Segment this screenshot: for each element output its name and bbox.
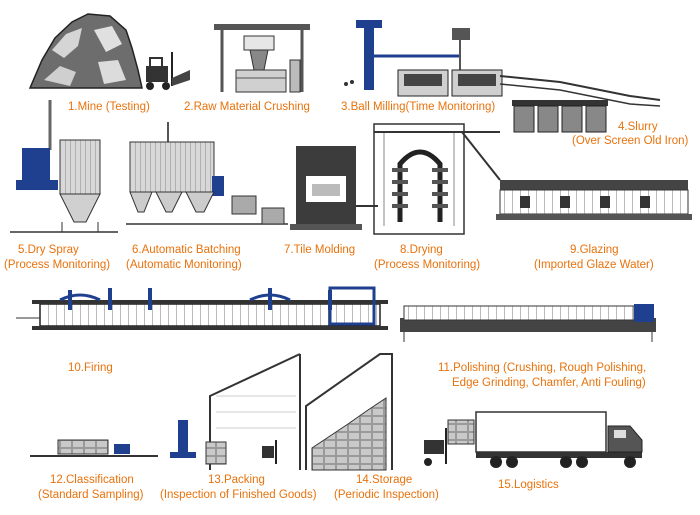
step-7-label: 7.Tile Molding	[284, 244, 356, 256]
step-5-label: 5.Dry Spray	[18, 244, 79, 256]
classification-line-icon	[30, 420, 196, 458]
ball-mill-icon	[344, 20, 661, 107]
polishing-line-icon	[400, 304, 656, 342]
step-8-label: 8.Drying	[400, 244, 443, 256]
step-13-sub: (Inspection of Finished Goods)	[160, 489, 317, 501]
press-icon	[290, 146, 378, 230]
kiln-icon	[16, 286, 388, 330]
step-11-sub: Edge Grinding, Chamfer, Anti Fouling)	[452, 377, 646, 389]
step-14-label: 14.Storage	[356, 474, 413, 486]
mine-rock-icon	[28, 13, 143, 89]
step-4-sub: (Over Screen Old Iron)	[572, 135, 689, 147]
glazing-line-icon	[496, 180, 692, 220]
step-10-label: 10.Firing	[68, 362, 113, 374]
dryer-icon	[373, 123, 501, 235]
step-15-label: 15.Logistics	[498, 479, 559, 491]
step-5-sub: (Process Monitoring)	[4, 259, 111, 271]
slurry-tank-icon	[512, 100, 608, 133]
step-6-label: 6.Automatic Batching	[132, 244, 241, 256]
step-9-sub: (Imported Glaze Water)	[534, 259, 654, 271]
step-6-sub: (Automatic Monitoring)	[126, 259, 242, 271]
spray-dryer-icon	[10, 100, 118, 233]
step-12-label: 12.Classification	[50, 474, 134, 486]
step-13-label: 13.Packing	[208, 474, 265, 486]
step-4-label: 4.Slurry	[618, 121, 658, 133]
step-14-sub: (Periodic Inspection)	[334, 489, 439, 501]
step-8-sub: (Process Monitoring)	[374, 259, 481, 271]
warehouse-icon	[205, 353, 393, 471]
crusher-icon	[214, 24, 310, 93]
step-1-label: 1.Mine (Testing)	[68, 101, 150, 113]
silo-icon	[126, 122, 288, 225]
forklift-icon	[146, 52, 190, 90]
step-12-sub: (Standard Sampling)	[38, 489, 144, 501]
step-11-label: 11.Polishing (Crushing, Rough Polishing,	[438, 362, 647, 374]
step-2-label: 2.Raw Material Crushing	[184, 101, 310, 113]
truck-icon	[424, 411, 643, 468]
step-9-label: 9.Glazing	[570, 244, 619, 256]
step-3-label: 3.Ball Milling(Time Monitoring)	[341, 101, 496, 113]
